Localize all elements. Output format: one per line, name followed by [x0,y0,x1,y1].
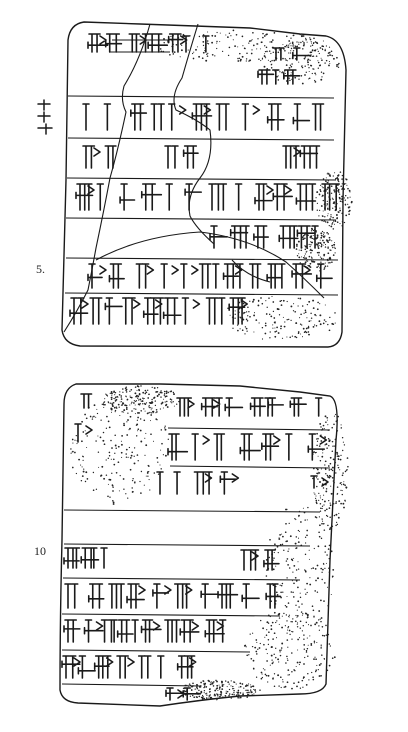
obverse-cracks [63,23,325,333]
obverse-edge-marks [37,99,53,135]
obverse-ruled-lines [64,39,339,296]
line-number-10: 10 [34,544,46,558]
reverse-cuneiform-signs [61,393,329,701]
reverse-outline [59,383,338,707]
reverse-face [59,383,349,707]
obverse-cuneiform-signs [69,33,341,325]
obverse-outline [61,21,347,348]
line-number-5: 5. [36,262,45,276]
reverse-damage-stipple [70,385,349,701]
obverse-face [61,21,353,348]
reverse-ruled-lines [61,427,331,687]
